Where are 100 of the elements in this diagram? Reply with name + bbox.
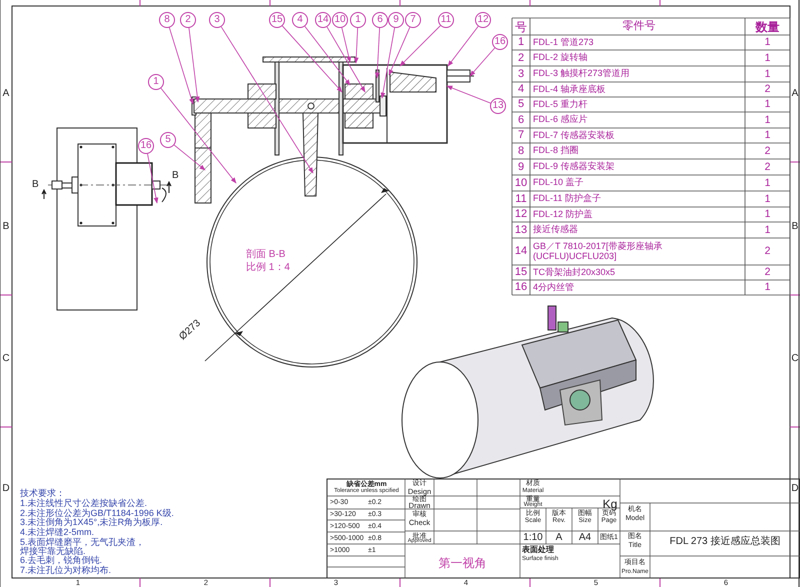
note-text: 5.表面焊缝磨平，无气孔夹渣，焊接牢靠无缺陷. bbox=[20, 538, 146, 556]
table-cell-text: FDL-5 重力杆 bbox=[532, 98, 589, 111]
callout-number: 14 bbox=[315, 12, 331, 28]
table-cell-text: FDL-3 触摸杆273管道用 bbox=[532, 67, 631, 80]
table-cell-text: 12 bbox=[514, 207, 528, 222]
zone-letter: C bbox=[1, 354, 11, 364]
table-cell-text: FDL-9 传感器安装架 bbox=[532, 160, 616, 174]
callout-number: 16 bbox=[492, 34, 508, 50]
leader-line bbox=[282, 26, 342, 92]
section-mark: B bbox=[32, 180, 39, 190]
title-block-text: FDL 273 接近感应总装图 bbox=[668, 537, 782, 547]
table-cell-text: 6 bbox=[516, 112, 526, 128]
leader-line bbox=[374, 28, 380, 79]
callout-number: 15 bbox=[269, 12, 285, 28]
callout-number: 1 bbox=[350, 12, 366, 28]
table-cell-text: 4分内丝管 bbox=[532, 280, 576, 294]
note-text: 1.未注线性尺寸公差按缺省公差. bbox=[20, 499, 148, 508]
table-cell-text: GB／T 7810-2017[带菱形座轴承(UCFLU)UCFLU203] bbox=[532, 240, 664, 263]
table-cell-text: 4 bbox=[516, 82, 526, 97]
table-cell-text: 1 bbox=[764, 50, 772, 66]
leader-line bbox=[448, 26, 479, 66]
callout-number: 8 bbox=[159, 12, 175, 28]
table-header: 号 bbox=[514, 18, 528, 35]
table-cell-text: 11 bbox=[514, 192, 528, 206]
leader-line bbox=[341, 27, 352, 63]
zone-letter: C bbox=[790, 354, 800, 364]
callout-number: 9 bbox=[388, 12, 404, 28]
title-block-text: 表面处理 bbox=[522, 546, 555, 554]
table-cell-text: 1 bbox=[764, 66, 772, 82]
callout-number: 16 bbox=[138, 138, 154, 154]
table-cell-text: FDL-4 轴承座底板 bbox=[532, 82, 607, 96]
callout-number: 10 bbox=[332, 12, 348, 28]
table-cell-text: 10 bbox=[514, 176, 528, 190]
table-cell-text: 8 bbox=[516, 144, 526, 158]
title-block-text: A bbox=[554, 533, 564, 543]
title-block-text: 第一视角 bbox=[438, 557, 488, 569]
callout-number: 13 bbox=[490, 98, 506, 114]
table-cell-text: 2 bbox=[764, 244, 772, 260]
table-cell-text: FDL-7 传感器安装板 bbox=[532, 128, 616, 142]
zone-letter: A bbox=[2, 89, 10, 99]
leader-line bbox=[174, 144, 206, 170]
table-cell-text: 13 bbox=[514, 222, 528, 238]
table-cell-text: FDL-12 防护盖 bbox=[532, 208, 594, 221]
table-cell-text: 15 bbox=[514, 265, 528, 280]
table-cell-text: 7 bbox=[516, 128, 526, 143]
leader-line bbox=[168, 27, 194, 105]
leader-line bbox=[304, 26, 350, 86]
table-cell-text: FDL-2 旋转轴 bbox=[532, 51, 589, 64]
table-cell-text: TC骨架油封20x30x5 bbox=[532, 266, 616, 279]
title-block-text: 1:10 bbox=[522, 533, 544, 543]
callout-number: 6 bbox=[372, 12, 388, 28]
leader-line bbox=[147, 153, 158, 204]
table-cell-text: 1 bbox=[764, 222, 772, 238]
leader-line bbox=[400, 25, 441, 66]
table-cell-text: 2 bbox=[764, 82, 772, 97]
leader-line bbox=[354, 28, 359, 64]
title-block-text: A4 bbox=[578, 533, 592, 543]
callout-number: 4 bbox=[292, 12, 308, 28]
leader-line bbox=[220, 26, 314, 174]
zone-letter: B bbox=[2, 222, 10, 232]
table-cell-text: 16 bbox=[514, 280, 528, 295]
table-header: 数量 bbox=[754, 18, 780, 35]
leader-line bbox=[380, 27, 395, 99]
table-cell-text: FDL-11 防护盒子 bbox=[532, 192, 602, 206]
note-heading: 技术要求： bbox=[20, 489, 65, 498]
table-cell-text: 2 bbox=[764, 265, 772, 280]
leader-line bbox=[446, 86, 491, 104]
table-cell-text: 1 bbox=[764, 112, 772, 128]
leader-line bbox=[470, 48, 496, 76]
table-cell-text: 1 bbox=[764, 128, 772, 143]
callout-number: 5 bbox=[160, 132, 176, 148]
table-cell-text: 1 bbox=[764, 35, 772, 50]
table-cell-text: 2 bbox=[764, 144, 772, 159]
callout-number: 2 bbox=[180, 12, 196, 28]
leader-line bbox=[388, 26, 410, 76]
zone-letter: B bbox=[790, 222, 800, 232]
table-cell-text: FDL-8 挡圈 bbox=[532, 144, 580, 158]
note-text: 6.去毛刺，锐角倒钝. bbox=[20, 556, 102, 565]
leader-line bbox=[326, 26, 366, 93]
zone-letter: A bbox=[790, 89, 800, 99]
table-cell-text: FDL-6 感应片 bbox=[532, 113, 589, 126]
table-cell-text: 1 bbox=[516, 35, 526, 50]
table-cell-text: 1 bbox=[764, 176, 772, 191]
zone-letter: D bbox=[1, 484, 11, 494]
table-cell-text: 2 bbox=[764, 160, 772, 175]
table-cell-text: 9 bbox=[516, 160, 526, 174]
view-scale: 比例 1：4 bbox=[246, 263, 290, 273]
table-cell-text: 5 bbox=[516, 97, 526, 112]
table-header: 零件号 bbox=[622, 18, 656, 34]
table-cell-text: FDL-10 盖子 bbox=[532, 176, 585, 190]
note-text: 4.未注焊缝2-5mm. bbox=[20, 528, 94, 537]
callout-number: 1 bbox=[148, 74, 164, 90]
table-cell-text: FDL-1 管道273 bbox=[532, 36, 595, 49]
leader-line bbox=[188, 28, 200, 103]
table-cell-text: 2 bbox=[516, 50, 526, 66]
callout-number: 11 bbox=[438, 12, 454, 28]
table-cell-text: 接近传感器 bbox=[532, 223, 579, 236]
callout-number: 3 bbox=[209, 12, 225, 28]
section-mark: B bbox=[172, 171, 179, 181]
view-title: 剖面 B-B bbox=[246, 250, 286, 260]
